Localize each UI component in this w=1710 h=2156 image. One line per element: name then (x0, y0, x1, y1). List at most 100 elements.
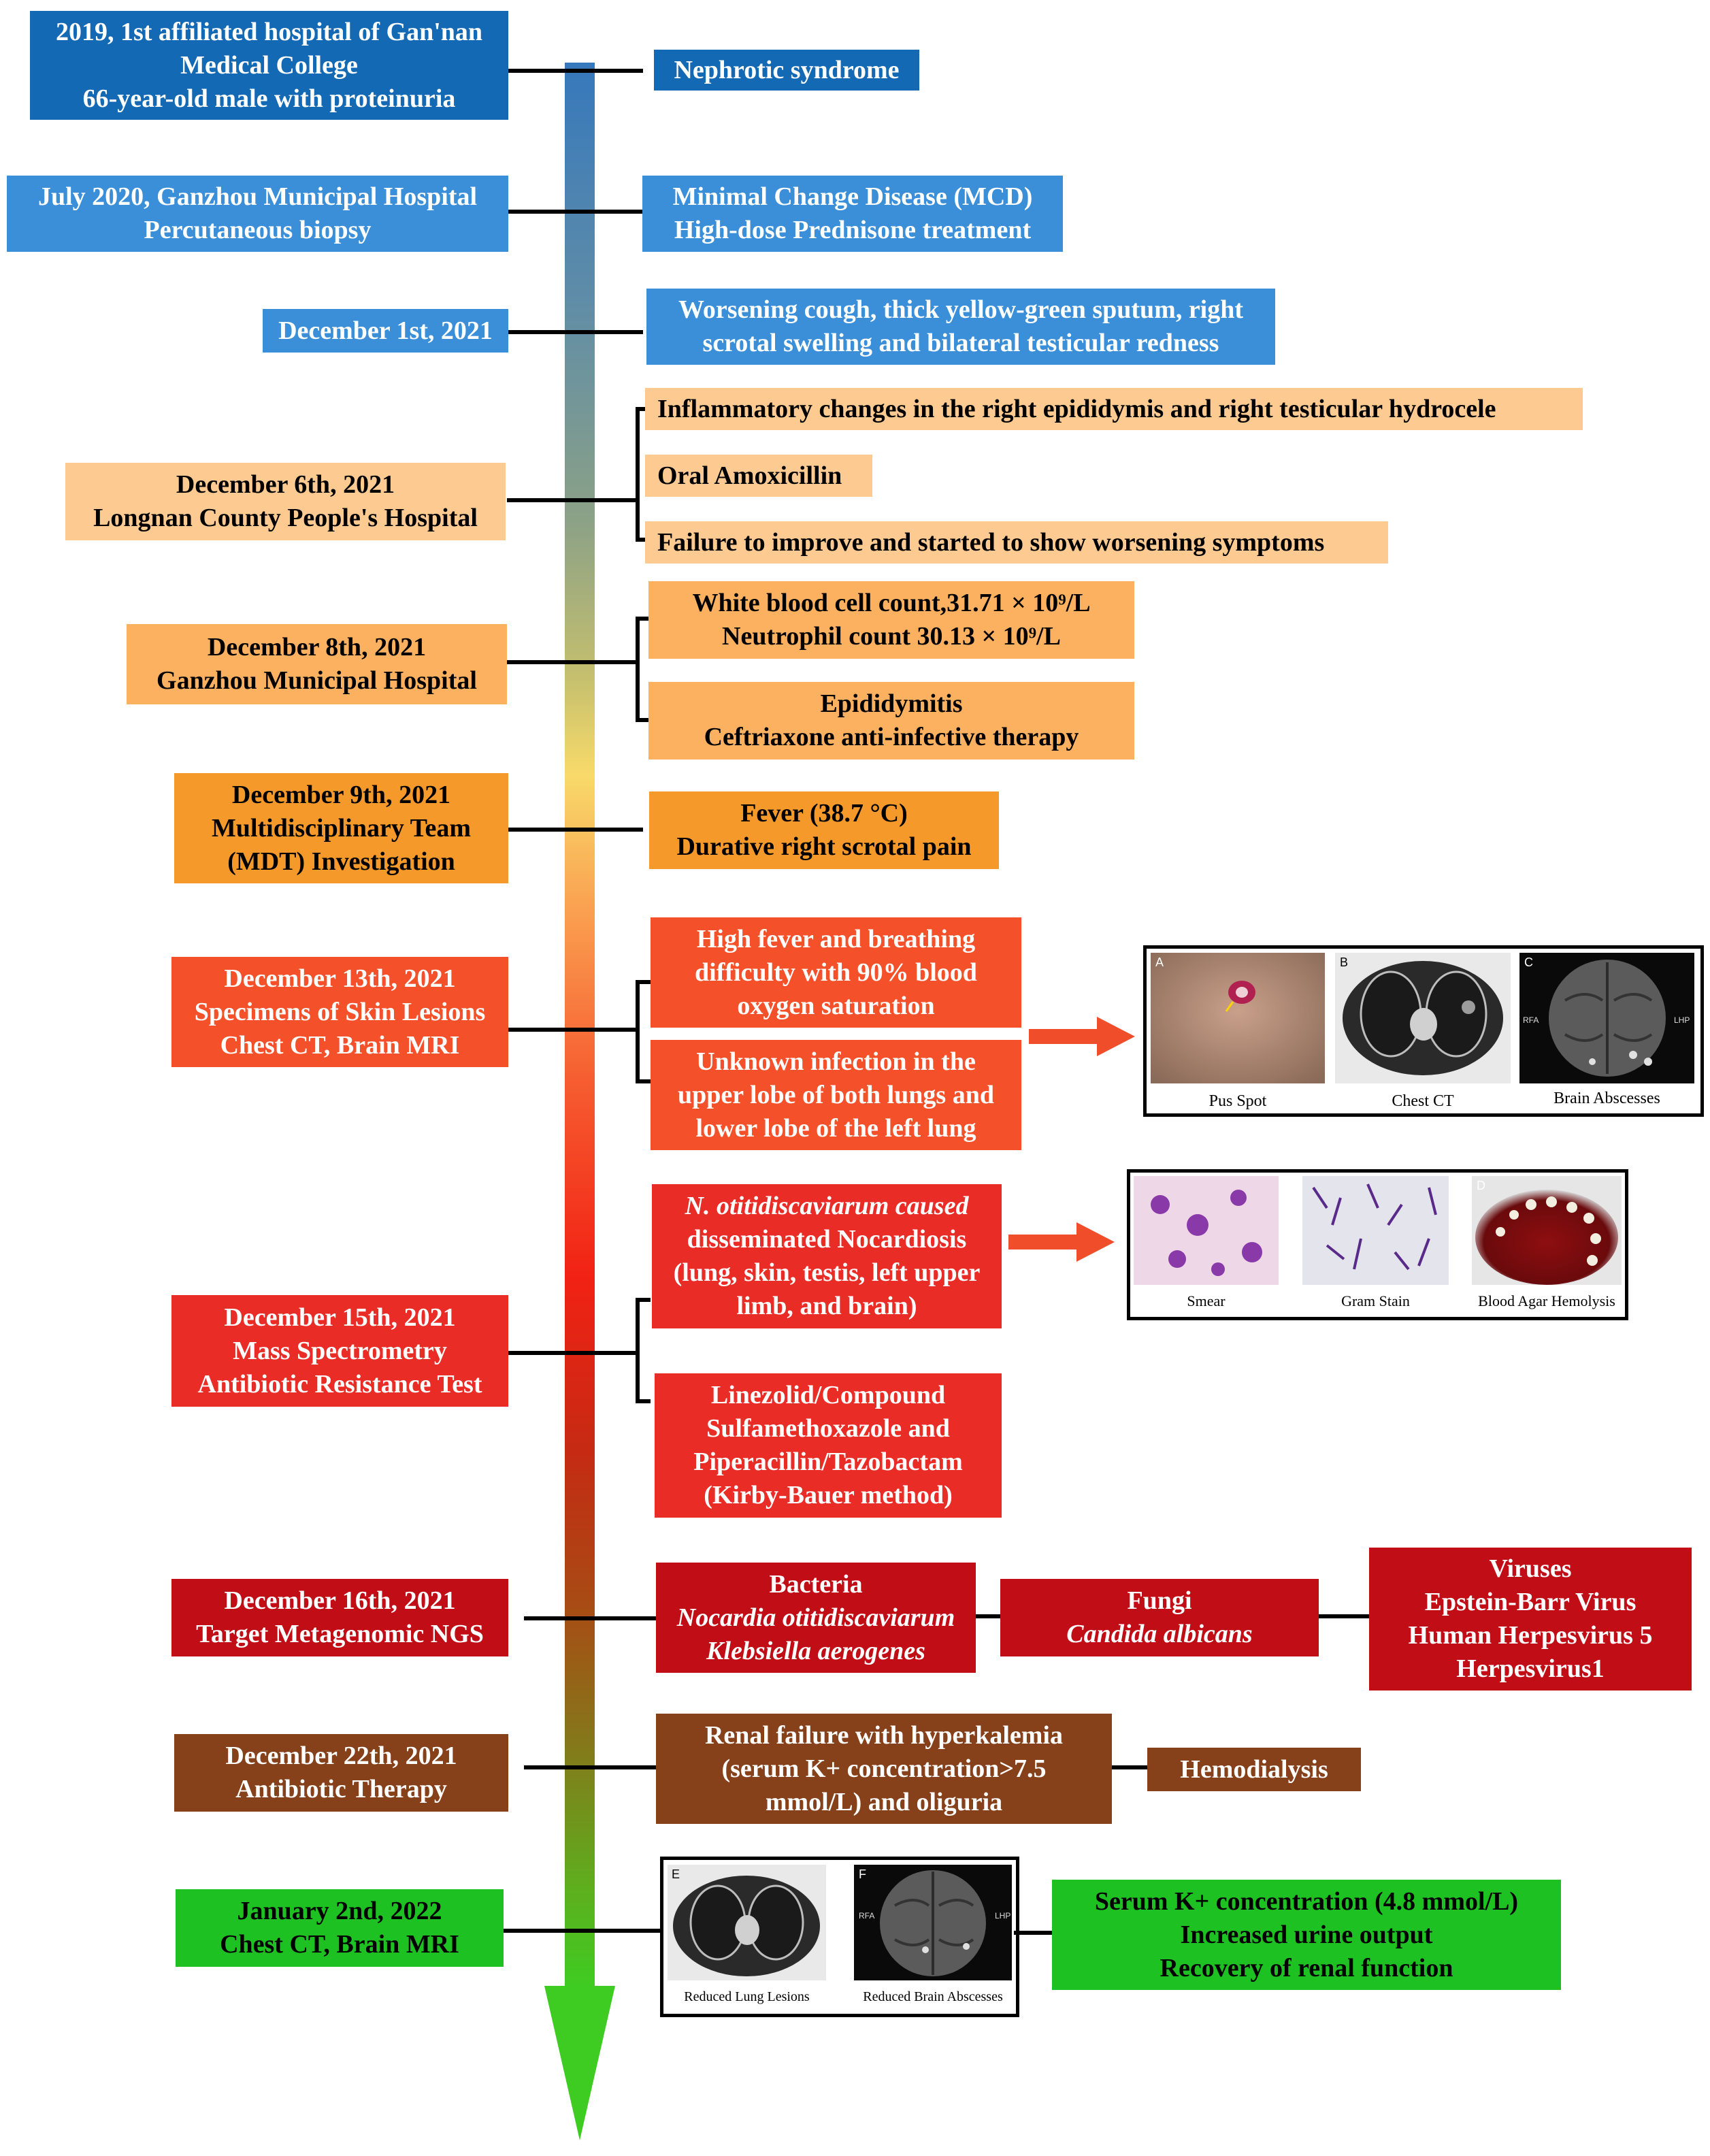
arrow-to-panel-1 (1029, 1017, 1135, 1056)
finding-text: Worsening cough, thick yellow-green sput… (678, 295, 1244, 324)
finding-text: Sulfamethoxazole and (706, 1414, 950, 1443)
finding-text: lower lobe of the left lung (695, 1113, 976, 1143)
event-line: Antibiotic Therapy (235, 1775, 447, 1803)
event-dec-1-2021-box: December 1st, 2021 (263, 309, 508, 353)
finding-text: (serum K+ concentration>7.5 (721, 1754, 1047, 1783)
finding-text: (lung, skin, testis, left upper (673, 1258, 981, 1287)
finding-text: High-dose Prednisone treatment (674, 216, 1032, 244)
event-2019-line-1: 2019, 1st affiliated hospital of Gan'nan (55, 17, 483, 46)
finding-text: Candida albicans (1066, 1620, 1253, 1648)
finding-text: Recovery of renal function (1160, 1953, 1453, 1982)
event-line: Percutaneous biopsy (144, 216, 372, 244)
finding-text: oxygen saturation (737, 991, 935, 1020)
event-line: Longnan County People's Hospital (93, 504, 478, 532)
event-line: December 13th, 2021 (224, 964, 456, 993)
event-dec-6-2021-box: December 6th, 2021 Longnan County People… (65, 463, 506, 540)
event-line: Chest CT, Brain MRI (220, 1930, 459, 1959)
finding-bacteria: Bacteria Nocardia otitidiscaviarum Klebs… (656, 1563, 976, 1673)
finding-worsening-cough-box: Worsening cough, thick yellow-green sput… (646, 289, 1275, 365)
finding-failure-to-improve: Failure to improve and started to show w… (645, 521, 1388, 564)
finding-text: Failure to improve and started to show w… (657, 527, 1325, 557)
pus-spot-image (1151, 953, 1325, 1083)
event-line: July 2020, Ganzhou Municipal Hospital (37, 182, 478, 211)
event-2019-line-2: Medical College (180, 50, 358, 80)
event-line: December 15th, 2021 (224, 1303, 456, 1332)
caption-chest-ct: Chest CT (1392, 1092, 1454, 1110)
finding-text: Inflammatory changes in the right epidid… (657, 394, 1496, 423)
finding-text: Fungi (1127, 1586, 1192, 1615)
finding-mcd-box: Minimal Change Disease (MCD) High-dose P… (642, 176, 1063, 252)
event-line: December 9th, 2021 (231, 780, 451, 809)
event-dec-8-2021-box: December 8th, 2021 Ganzhou Municipal Hos… (127, 624, 507, 704)
timeline-arrowhead (544, 1986, 615, 2140)
finding-oral-amoxicillin: Oral Amoxicillin (645, 455, 872, 497)
finding-text: Neutrophil count 30.13 × 10⁹/L (722, 622, 1061, 651)
event-line: December 1st, 2021 (278, 316, 493, 345)
event-dec-9-2021-box: December 9th, 2021 Multidisciplinary Tea… (174, 773, 508, 883)
finding-text: difficulty with 90% blood (695, 958, 977, 987)
finding-text: Bacteria (769, 1569, 863, 1599)
finding-fever: Fever (38.7 °C) Durative right scrotal p… (649, 791, 999, 869)
event-jan-2-2022-box: January 2nd, 2022 Chest CT, Brain MRI (176, 1889, 504, 1967)
event-line: Multidisciplinary Team (211, 813, 472, 843)
finding-text: Herpesvirus1 (1456, 1654, 1605, 1683)
event-2019-box: 2019, 1st affiliated hospital of Gan'nan… (30, 11, 508, 120)
finding-text: Durative right scrotal pain (676, 832, 972, 861)
finding-antibiotic-sensitivity: Linezolid/Compound Sulfamethoxazole and … (655, 1373, 1002, 1518)
figure-panel-skin-ct-mri (1143, 945, 1704, 1117)
finding-text: Fever (38.7 °C) (740, 799, 908, 828)
gram-stain-image (1302, 1176, 1449, 1285)
finding-inflammatory-changes: Inflammatory changes in the right epidid… (645, 388, 1583, 430)
event-dec-13-2021-box: December 13th, 2021 Specimens of Skin Le… (171, 957, 508, 1067)
event-line: Mass Spectrometry (233, 1336, 447, 1365)
finding-text: Linezolid/Compound (710, 1381, 946, 1409)
finding-text: disseminated Nocardiosis (687, 1225, 967, 1254)
event-line: December 16th, 2021 (224, 1586, 456, 1615)
finding-nephrotic-syndrome: Nephrotic syndrome (654, 50, 919, 91)
timeline-axis (565, 63, 595, 1989)
finding-text: upper lobe of both lungs and (678, 1080, 994, 1109)
finding-recovery: Serum K+ concentration (4.8 mmol/L) Incr… (1052, 1880, 1561, 1990)
panel-letter-c: C (1524, 956, 1533, 969)
caption-gram-stain: Gram Stain (1341, 1292, 1410, 1309)
finding-text: mmol/L) and oliguria (765, 1787, 1003, 1816)
panel-letter-d: D (1477, 1179, 1485, 1192)
event-dec-16-2021-box: December 16th, 2021 Target Metagenomic N… (171, 1579, 508, 1656)
finding-text: Viruses (1489, 1554, 1572, 1583)
finding-text: scrotal swelling and bilateral testicula… (702, 329, 1219, 357)
finding-text: Piperacillin/Tazobactam (693, 1448, 963, 1476)
panel-letter-a: A (1155, 956, 1164, 969)
event-line: December 22th, 2021 (225, 1742, 457, 1770)
event-line: Antibiotic Resistance Test (197, 1369, 482, 1399)
event-line: January 2nd, 2022 (237, 1897, 442, 1925)
panel-letter-f: F (859, 1867, 866, 1881)
caption-reduced-lung-lesions: Reduced Lung Lesions (684, 1989, 810, 2004)
finding-text: Minimal Change Disease (MCD) (672, 182, 1033, 211)
finding-text: Epididymitis (820, 689, 963, 718)
caption-brain-abscesses: Brain Abscesses (1553, 1090, 1660, 1107)
finding-text: Klebsiella aerogenes (706, 1636, 925, 1665)
finding-text: White blood cell count,31.71 × 10⁹/L (692, 589, 1091, 617)
arrow-to-panel-2 (1008, 1222, 1115, 1262)
finding-text: Renal failure with hyperkalemia (704, 1720, 1063, 1750)
panel-letter-b: B (1340, 956, 1349, 969)
event-line: December 8th, 2021 (207, 633, 427, 662)
event-line: Target Metagenomic NGS (196, 1620, 484, 1648)
caption-blood-agar: Blood Agar Hemolysis (1478, 1292, 1615, 1309)
finding-epididymitis: Epididymitis Ceftriaxone anti-infective … (648, 682, 1134, 760)
finding-text: Epstein-Barr Virus (1424, 1588, 1637, 1616)
panel-letter-e: E (672, 1867, 680, 1881)
caption-reduced-brain-abscesses: Reduced Brain Abscesses (863, 1989, 1003, 2004)
finding-text: High fever and breathing (696, 924, 976, 953)
finding-text: Nocardia otitidiscaviarum (676, 1603, 955, 1632)
mri-label-rfa: RFA (859, 1911, 875, 1921)
finding-renal-failure: Renal failure with hyperkalemia (serum K… (656, 1714, 1112, 1824)
event-line: December 6th, 2021 (176, 470, 395, 499)
finding-hemodialysis: Hemodialysis (1147, 1748, 1361, 1791)
finding-blood-counts: White blood cell count,31.71 × 10⁹/L Neu… (648, 581, 1134, 659)
finding-text: Oral Amoxicillin (657, 461, 842, 490)
figure-panel-microbiology (1127, 1169, 1628, 1320)
event-line: Ganzhou Municipal Hospital (157, 666, 477, 695)
finding-text: Ceftriaxone anti-infective therapy (704, 723, 1079, 751)
